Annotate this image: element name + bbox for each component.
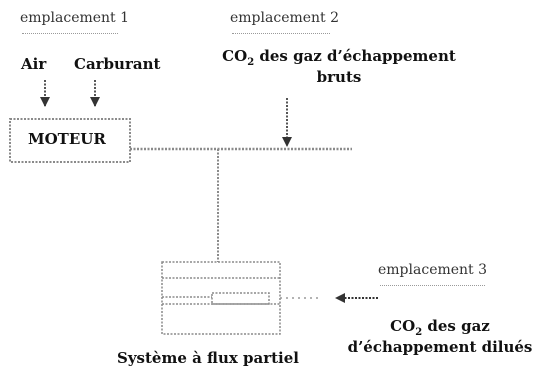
air-input-label: Air — [21, 55, 47, 73]
location-3-label: emplacement 3 — [378, 262, 488, 278]
location-3-underline — [380, 285, 485, 286]
fuel-input-label: Carburant — [74, 55, 161, 73]
raw-exhaust-label: CO2 des gaz d’échappement bruts — [222, 47, 456, 86]
location-2-underline — [232, 33, 330, 34]
location-2-label: emplacement 2 — [230, 10, 340, 26]
sample-probe-box — [211, 292, 270, 305]
diluted-exhaust-label: CO2 des gaz d’échappement dilués — [347, 317, 533, 356]
partial-flow-system-box — [161, 261, 281, 335]
location-1-label: emplacement 1 — [20, 10, 130, 26]
engine-box — [9, 118, 131, 163]
partial-flow-system-label: Système à flux partiel — [117, 349, 299, 367]
location-1-underline — [22, 33, 118, 34]
engine-label: MOTEUR — [28, 130, 106, 148]
